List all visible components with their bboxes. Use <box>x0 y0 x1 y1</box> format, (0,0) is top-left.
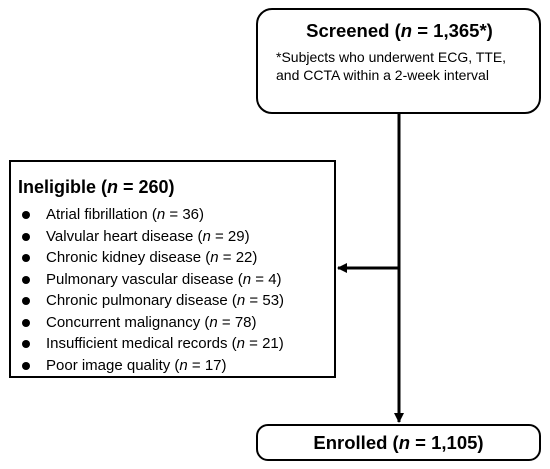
item-count: = 36) <box>165 206 204 223</box>
list-item: Concurrent malignancy (n = 78) <box>18 312 334 334</box>
item-count: = 78) <box>217 313 257 331</box>
bullet-icon <box>22 361 30 370</box>
bullet-icon <box>22 254 30 262</box>
item-count: = 21) <box>244 335 284 352</box>
ineligible-box: Ineligible (n = 260) Atrial fibrillation… <box>9 160 336 378</box>
item-label: Atrial fibrillation ( <box>46 206 157 223</box>
list-item: Valvular heart disease (n = 29) <box>18 226 334 248</box>
ineligible-title-n: n <box>107 177 119 197</box>
item-count: = 53) <box>245 292 285 309</box>
ineligible-title: Ineligible (n = 260) <box>18 176 334 198</box>
item-n: n <box>209 313 218 331</box>
list-item: Pulmonary vascular disease (n = 4) <box>18 269 334 291</box>
item-n: n <box>242 270 252 288</box>
item-n: n <box>236 335 245 352</box>
bullet-icon <box>22 318 30 327</box>
list-item: Chronic kidney disease (n = 22) <box>18 247 334 269</box>
enrolled-title-n: n <box>398 432 411 453</box>
item-n: n <box>156 206 166 223</box>
item-n: n <box>179 356 188 374</box>
list-item: Poor image quality (n = 17) <box>18 355 334 377</box>
item-label: Chronic kidney disease ( <box>46 249 211 266</box>
exclusion-criteria-list: Atrial fibrillation (n = 36) Valvular he… <box>18 204 334 376</box>
screened-title-count: = 1,365*) <box>412 20 493 41</box>
enrolled-title-count: = 1,105) <box>410 432 484 453</box>
item-label: Pulmonary vascular disease ( <box>46 270 243 288</box>
ineligible-title-prefix: Ineligible ( <box>18 177 108 197</box>
item-n: n <box>210 249 219 266</box>
bullet-icon <box>22 340 30 348</box>
screened-footnote: *Subjects who underwent ECG, TTE, and CC… <box>276 49 507 83</box>
item-label: Valvular heart disease ( <box>46 227 203 245</box>
bullet-icon <box>22 297 30 305</box>
screened-title-prefix: Screened ( <box>306 20 401 41</box>
list-item: Insufficient medical records (n = 21) <box>18 333 334 355</box>
item-label: Chronic pulmonary disease ( <box>46 292 237 309</box>
item-label: Insufficient medical records ( <box>46 335 237 352</box>
ineligible-title-count: = 260) <box>118 177 175 197</box>
item-n: n <box>202 227 211 245</box>
item-count: = 29) <box>210 227 250 245</box>
enrolled-box: Enrolled (n = 1,105) <box>256 424 541 461</box>
item-n: n <box>236 292 246 309</box>
bullet-icon <box>22 232 30 241</box>
list-item: Chronic pulmonary disease (n = 53) <box>18 290 334 312</box>
item-count: = 4) <box>251 270 282 288</box>
item-count: = 17) <box>187 356 227 374</box>
bullet-icon <box>22 211 30 219</box>
screened-box: Screened (n = 1,365*) *Subjects who unde… <box>256 8 541 114</box>
screened-title-n: n <box>400 20 413 41</box>
item-count: = 22) <box>218 249 258 266</box>
screened-title: Screened (n = 1,365*) <box>270 20 529 42</box>
list-item: Atrial fibrillation (n = 36) <box>18 204 334 226</box>
enrolled-title-prefix: Enrolled ( <box>313 432 399 453</box>
bullet-icon <box>22 275 30 284</box>
item-label: Concurrent malignancy ( <box>46 313 210 331</box>
item-label: Poor image quality ( <box>46 356 180 374</box>
